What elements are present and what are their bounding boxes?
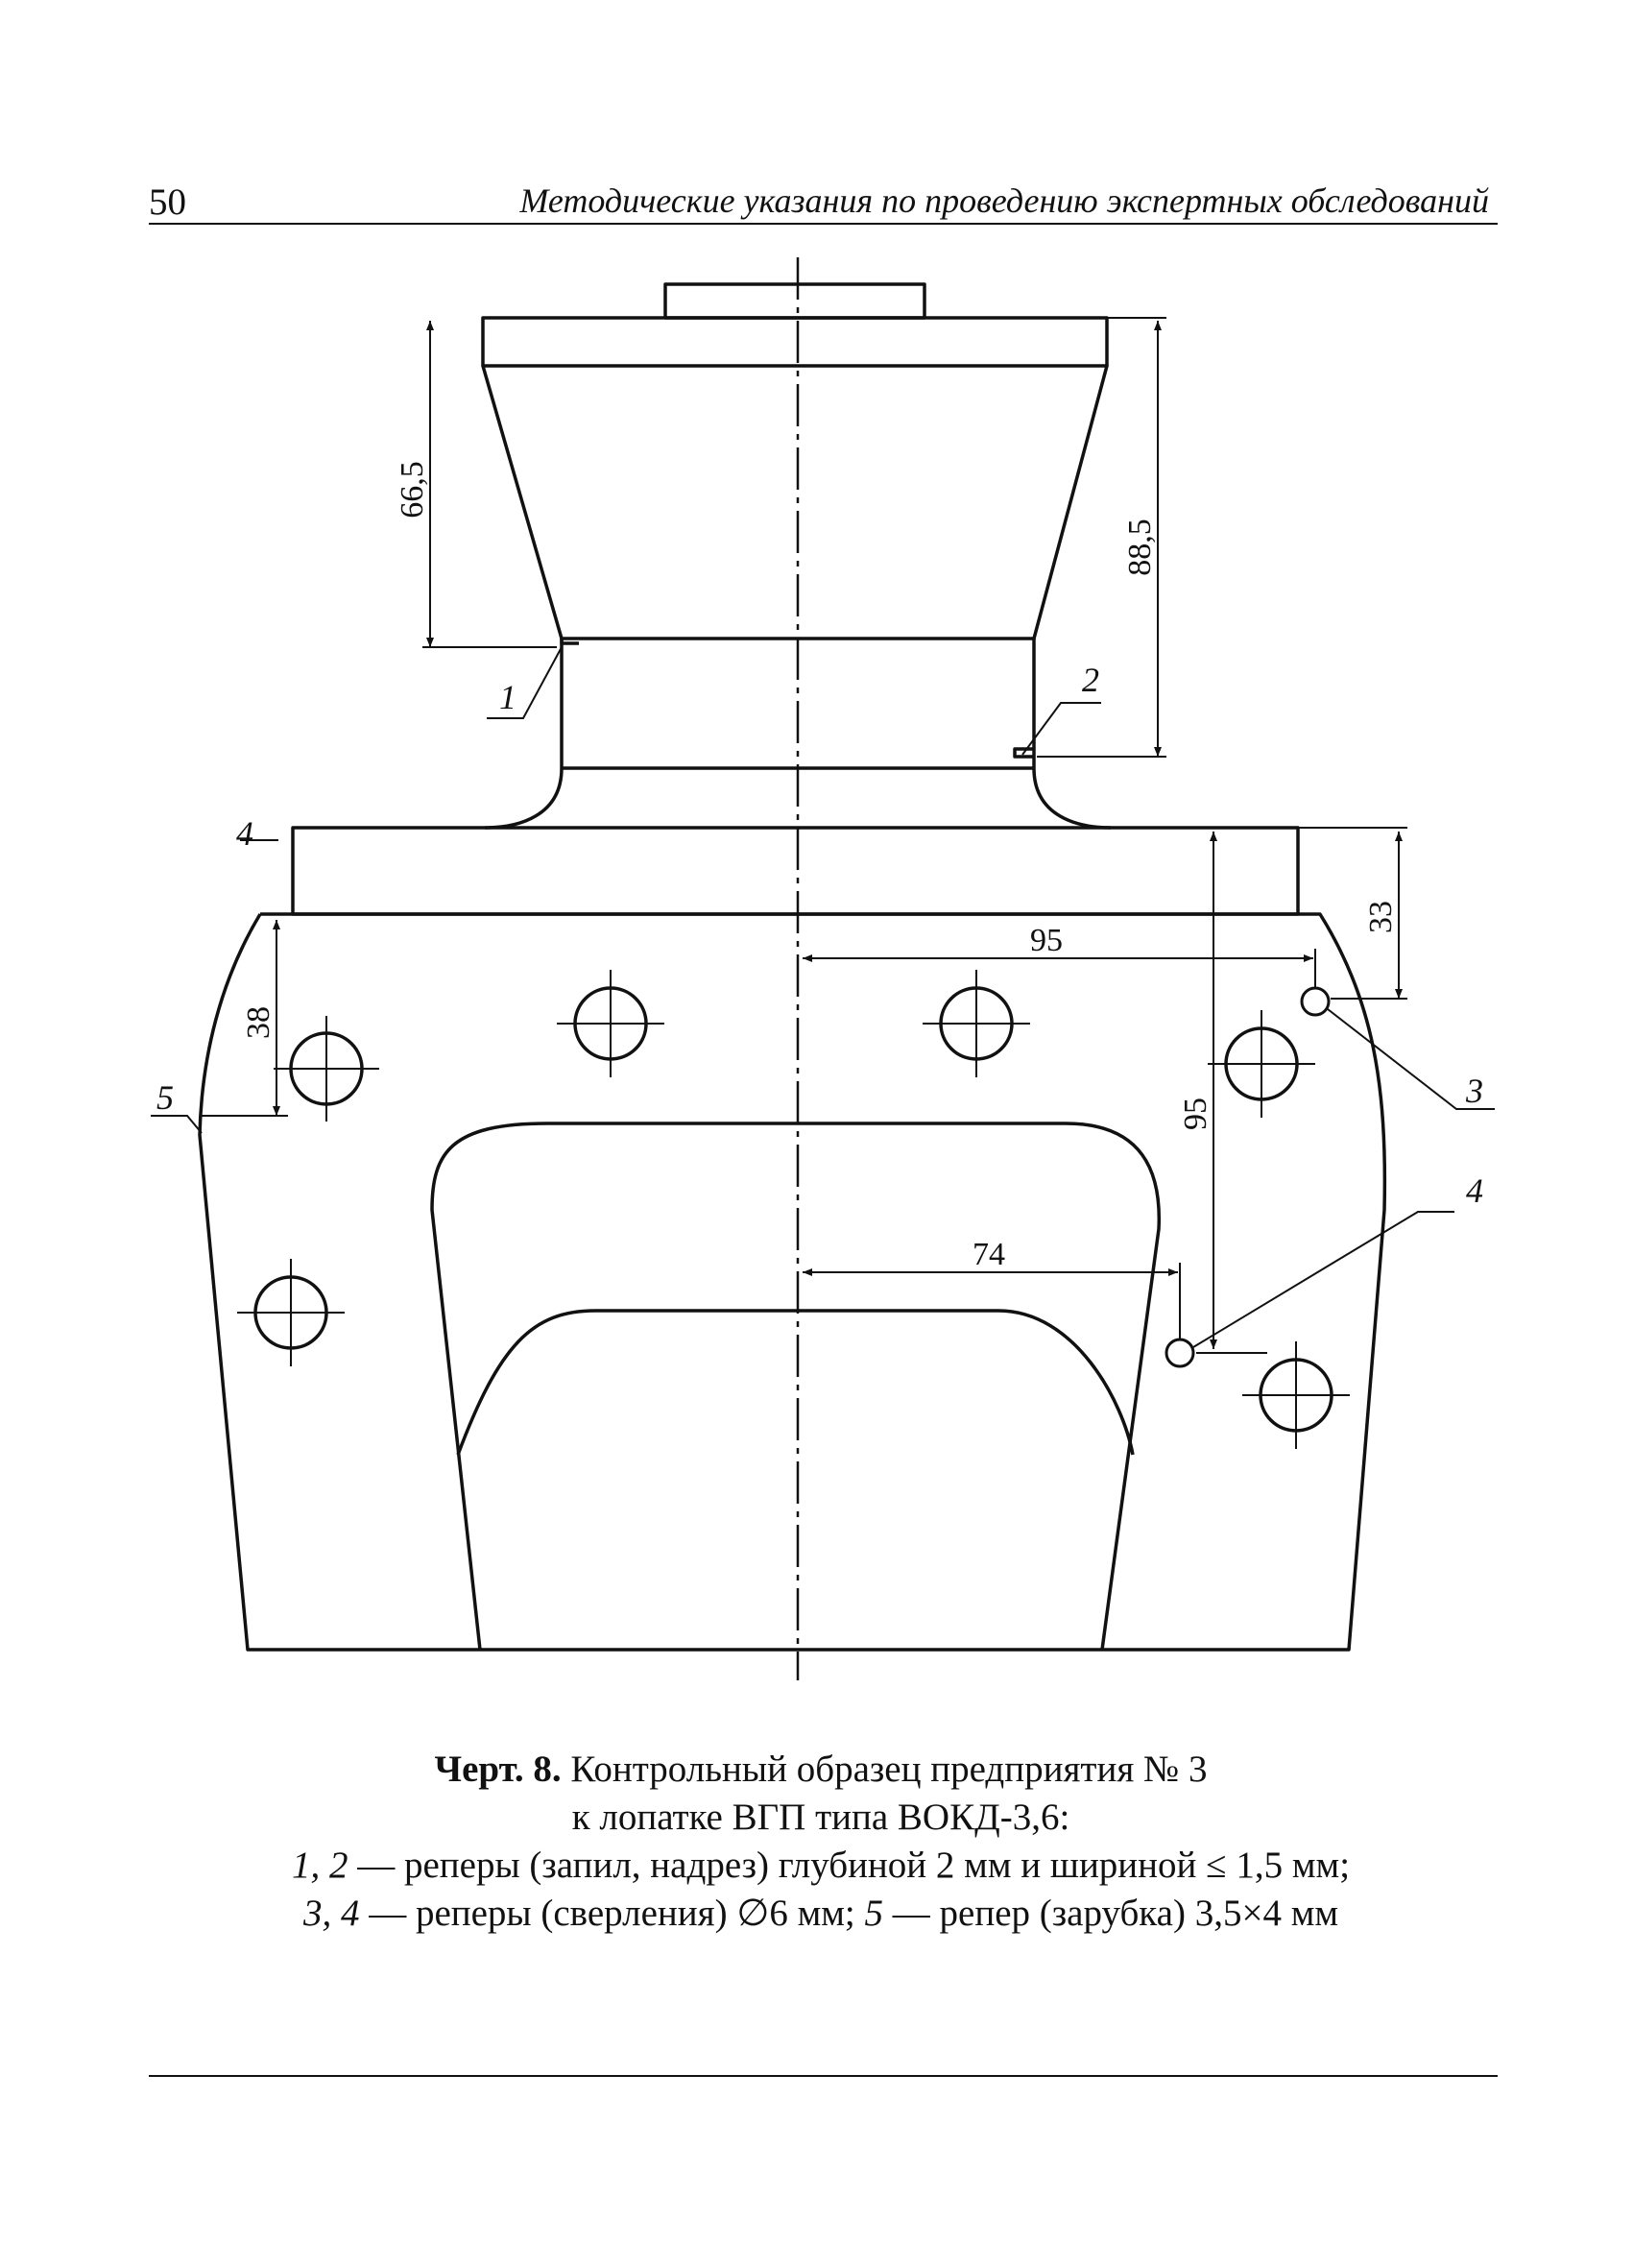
caption-text-1-2: — реперы (запил, надрез) глубиной 2 мм и… <box>348 1845 1351 1886</box>
caption-numbers-1-2: 1, 2 <box>291 1845 348 1886</box>
reference-hole-4 <box>1165 1338 1195 1368</box>
caption-line-3: 1, 2 — реперы (запил, надрез) глубиной 2… <box>144 1842 1498 1890</box>
callout-1: 1 <box>499 678 516 716</box>
caption-numbers-3-4: 3, 4 <box>302 1893 360 1934</box>
hole-icon <box>923 970 1030 1077</box>
figure-caption: Черт. 8. Контрольный образец предприятия… <box>144 1746 1498 1938</box>
header-rule <box>149 223 1498 225</box>
caption-text-5: — репер (зарубка) 3,5×4 мм <box>883 1893 1339 1934</box>
dimension-lines <box>151 317 1495 1354</box>
dimension-33: 33 <box>1363 901 1399 933</box>
caption-title: Контрольный образец предприятия № 3 <box>561 1749 1208 1790</box>
hole-icon <box>1242 1341 1350 1449</box>
running-title: Методические указания по проведению эксп… <box>519 181 1489 220</box>
dimension-95-horizontal: 95 <box>1030 923 1063 958</box>
hole-icon <box>274 1016 379 1122</box>
caption-number-5: 5 <box>864 1893 884 1934</box>
technical-drawing: 66,5 88,5 33 95 38 95 74 1 2 3 4 4 5 <box>151 257 1495 1680</box>
dimension-74: 74 <box>973 1237 1005 1272</box>
hole-icon <box>1208 1010 1315 1118</box>
reference-holes <box>1165 986 1331 1368</box>
page-number: 50 <box>149 181 186 223</box>
dimension-38: 38 <box>241 1006 276 1039</box>
hole-icon <box>237 1259 345 1366</box>
caption-line-2: к лопатке ВГП типа ВОКД-3,6: <box>571 1797 1070 1838</box>
caption-line-4: 3, 4 — реперы (сверления) ∅6 мм; 5 — реп… <box>144 1890 1498 1938</box>
dimension-66-5: 66,5 <box>395 461 430 519</box>
hole-icon <box>557 970 664 1077</box>
callout-5: 5 <box>156 1078 174 1117</box>
caption-line-1: Черт. 8. Контрольный образец предприятия… <box>144 1746 1498 1794</box>
footer-rule <box>149 2075 1498 2077</box>
callout-4-hole: 4 <box>1466 1171 1483 1210</box>
reference-hole-3 <box>1300 986 1331 1017</box>
callout-3: 3 <box>1465 1072 1483 1110</box>
dimension-95-vertical: 95 <box>1178 1098 1213 1130</box>
callout-4-platform: 4 <box>236 814 253 853</box>
caption-text-3-4: — реперы (сверления) ∅6 мм; <box>359 1893 865 1934</box>
bolt-holes <box>237 970 1350 1449</box>
callout-2: 2 <box>1082 661 1099 699</box>
dimension-88-5: 88,5 <box>1122 519 1158 576</box>
part-outline <box>198 282 1387 1652</box>
figure-label: Черт. 8. <box>434 1749 562 1790</box>
